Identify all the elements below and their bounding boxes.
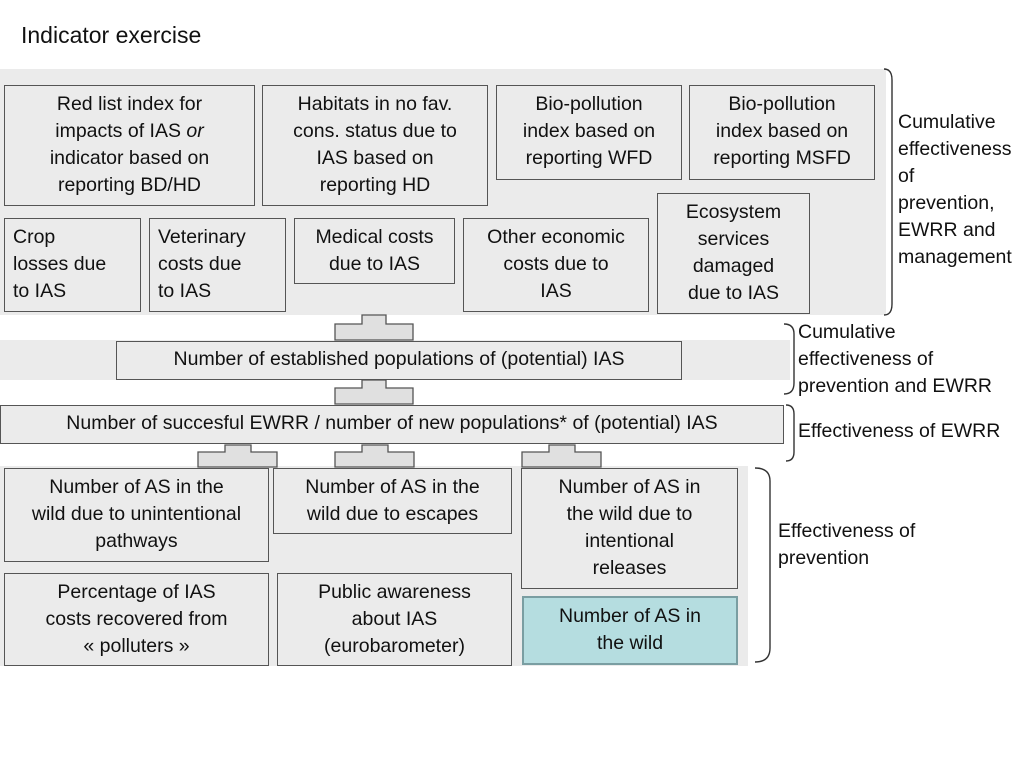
arrow-up-icon [334, 444, 415, 468]
red-list-index-box: Red list index for impacts of IAS or ind… [4, 85, 255, 206]
established-populations-box: Number of established populations of (po… [116, 341, 682, 380]
as-in-wild-box: Number of AS in the wild [522, 596, 738, 665]
arrow-up-icon [197, 444, 278, 468]
veterinary-costs-box: Veterinary costs due to IAS [149, 218, 286, 312]
arrow-up-icon [334, 314, 414, 341]
medical-costs-box: Medical costs due to IAS [294, 218, 455, 284]
diagram-title: Indicator exercise [21, 22, 202, 48]
other-economic-costs-box: Other economic costs due to IAS [463, 218, 649, 312]
successful-ewrr-box: Number of succesful EWRR / number of new… [0, 405, 784, 444]
label-cumulative-management: Cumulative effectiveness of prevention, … [898, 111, 1012, 268]
public-awareness-box: Public awareness about IAS (eurobaromete… [277, 573, 512, 666]
as-escapes-box: Number of AS in the wild due to escapes [273, 468, 512, 534]
label-ewrr: Effectiveness of EWRR [798, 420, 1001, 442]
bracket-ewrr-icon [785, 404, 795, 462]
arrow-up-icon [334, 379, 414, 405]
habitats-box: Habitats in no fav. cons. status due to … [262, 85, 488, 206]
ecosystem-services-box: Ecosystem services damaged due to IAS [657, 193, 810, 314]
biopollution-wfd-box: Bio-pollution index based on reporting W… [496, 85, 682, 180]
as-unintentional-pathways-box: Number of AS in the wild due to unintent… [4, 468, 269, 562]
crop-losses-box: Crop losses due to IAS [4, 218, 141, 312]
label-prevention: Effectiveness of prevention [778, 520, 916, 569]
as-intentional-releases-box: Number of AS in the wild due to intentio… [521, 468, 738, 589]
biopollution-msfd-box: Bio-pollution index based on reporting M… [689, 85, 875, 180]
label-cumulative-ewrr: Cumulative effectiveness of prevention a… [798, 321, 993, 397]
arrow-up-icon [521, 444, 602, 468]
bracket-prevention-icon [754, 467, 771, 663]
percentage-costs-recovered-box: Percentage of IAS costs recovered from «… [4, 573, 269, 666]
